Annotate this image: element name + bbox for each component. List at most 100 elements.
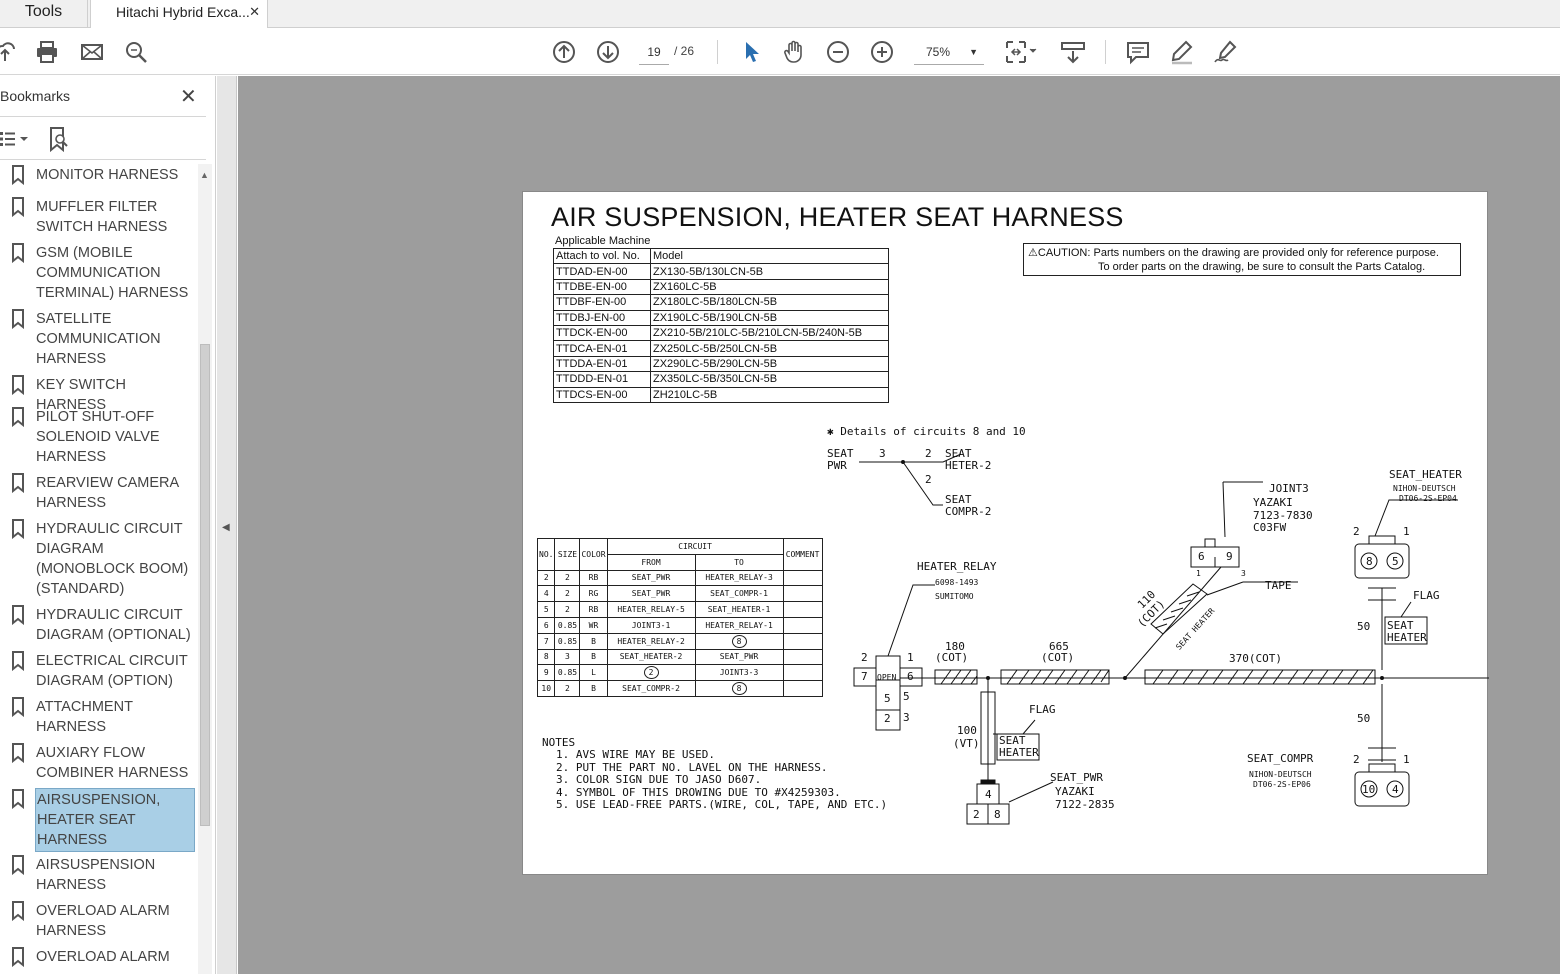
seat-compr-connector-label: SEAT_COMPR <box>1247 752 1314 765</box>
flag-seat-label: SEAT <box>1387 619 1414 632</box>
column-header: COMMENT <box>782 538 823 571</box>
table-cell: ZX130-5B/130LCN-5B <box>650 263 889 280</box>
bookmark-label: ELECTRICAL CIRCUIT DIAGRAM (OPTION) <box>36 653 188 689</box>
table-cell: ZX290LC-5B/290LCN-5B <box>650 355 889 373</box>
table-cell: ZX250LC-5B/250LCN-5B <box>650 340 889 357</box>
cot-sleeve-370 <box>1144 669 1376 685</box>
seat-heater-part-number: DT06-2S-EP04 <box>1399 494 1457 503</box>
seat-compr-label: COMPR-2 <box>945 505 992 518</box>
length-label: 370(COT) <box>1229 652 1282 665</box>
close-tab-icon[interactable]: ✕ <box>249 4 260 19</box>
bookmark-label: HYDRAULIC CIRCUIT DIAGRAM (MONOBLOCK BOO… <box>36 521 189 597</box>
bookmark-icon <box>11 697 25 718</box>
table-cell: ZX160LC-5B <box>650 278 889 296</box>
bookmarks-toolbar <box>0 116 206 160</box>
upload-icon[interactable] <box>0 39 18 65</box>
bookmark-search-icon[interactable] <box>48 126 70 153</box>
tab-document[interactable]: Hitachi Hybrid Exca... ✕ <box>90 0 268 29</box>
zoom-select[interactable]: 75% ▼ <box>914 39 984 65</box>
panel-collapse-strip[interactable]: ◀ <box>217 76 237 974</box>
joint3-pin: 1 <box>1196 569 1201 578</box>
bookmark-icon <box>11 197 25 218</box>
table-cell-text: JOINT3-1 <box>631 620 671 630</box>
bookmark-icon <box>11 651 25 672</box>
relay-pin: 1 <box>907 651 914 664</box>
close-panel-icon[interactable]: ✕ <box>180 86 197 108</box>
flag2-box <box>996 733 1040 761</box>
options-menu-icon[interactable] <box>0 129 32 149</box>
table-cell: ZX350LC-5B/350LCN-5B <box>650 371 889 388</box>
sign-icon[interactable] <box>1213 39 1239 65</box>
joint3-code: C03FW <box>1253 521 1287 534</box>
cot-sleeve-180 <box>934 669 978 685</box>
table-cell: 8 <box>694 680 784 697</box>
page-up-icon[interactable] <box>551 39 577 65</box>
table-cell: ZX190LC-5B/190LCN-5B <box>650 309 889 326</box>
length-label: 665 <box>1049 640 1069 653</box>
table-cell: ZH210LC-5B <box>650 386 889 403</box>
table-cell-text: JOINT3-3 <box>719 668 759 678</box>
relay-cavity: OPEN <box>877 673 897 682</box>
zoom-out-icon[interactable] <box>825 39 851 65</box>
relay-cavity: 6 <box>907 670 914 683</box>
bookmarks-scrollbar[interactable]: ▲ <box>198 164 212 974</box>
seat-heater-label: SEAT_HEATER <box>1389 468 1462 481</box>
tab-bar: Tools Hitachi Hybrid Exca... ✕ <box>0 0 1560 29</box>
table-cell-text: SEAT_HEATER-2 <box>619 652 683 662</box>
caution-box: ⚠CAUTION: Parts numbers on the drawing a… <box>1023 243 1461 276</box>
bookmark-icon <box>11 243 25 264</box>
collapse-panel-icon[interactable]: ◀ <box>222 522 230 533</box>
wire-number: 2 <box>925 473 932 486</box>
pdf-page: AIR SUSPENSION, HEATER SEAT HARNESS Appl… <box>522 191 1489 875</box>
table-cell: TTDDA-EN-01 <box>553 355 651 373</box>
table-cell-text: HEATER_RELAY-3 <box>705 573 773 583</box>
mail-icon[interactable] <box>79 39 105 65</box>
sleeve-label: (VT) <box>953 737 980 750</box>
zoom-in-icon[interactable] <box>869 39 895 65</box>
sleeve-label: (COT) <box>1041 651 1075 664</box>
scrollbar-thumb[interactable] <box>200 344 210 826</box>
seat-heter-label: SEAT <box>945 447 972 460</box>
toolbar: 19 / 26 75% ▼ <box>0 28 1560 75</box>
wire-number: 2 <box>925 447 932 460</box>
joint3-label: JOINT3 <box>1269 482 1309 495</box>
bookmark-label: PILOT SHUT-OFF SOLENOID VALVE HARNESS <box>36 409 160 465</box>
bookmark-icon <box>11 309 25 330</box>
notes-title: NOTES <box>542 736 576 749</box>
zoom-value: 75% <box>926 45 951 59</box>
hand-icon[interactable] <box>781 39 807 65</box>
comment-icon[interactable] <box>1125 39 1151 65</box>
bookmark-label: MUFFLER FILTER SWITCH HARNESS <box>36 199 168 235</box>
bookmark-icon <box>11 947 25 968</box>
heater-relay-part-number: 6098-1493 <box>935 578 979 587</box>
fit-page-icon[interactable] <box>1004 39 1038 65</box>
seat-heater-mfr: NIHON-DEUTSCH <box>1393 484 1456 493</box>
scroll-mode-icon[interactable] <box>1060 39 1086 65</box>
leader-seat-pwr <box>1008 781 1054 803</box>
table-cell-text: SEAT_PWR <box>631 589 671 599</box>
sleeve-hatch <box>940 669 978 685</box>
tab-tools[interactable]: Tools <box>0 0 88 28</box>
toolbar-divider <box>1105 40 1106 64</box>
bookmark-label: AIRSUSPENSION HARNESS <box>36 857 156 893</box>
table-cell-text: HEATER_RELAY-2 <box>617 636 685 646</box>
relay-pin: 3 <box>903 711 910 724</box>
table-cell: ZX180LC-5B/180LCN-5B <box>650 294 889 311</box>
seat-heater-connector <box>1354 543 1410 579</box>
print-icon[interactable] <box>34 39 60 65</box>
note-item: 4. SYMBOL OF THIS DROWING DUE TO #X42593… <box>556 785 841 799</box>
scroll-up-icon[interactable]: ▲ <box>200 170 209 180</box>
note-item: 1. AVS WIRE MAY BE USED. <box>556 748 715 762</box>
applicable-machine-label: Applicable Machine <box>555 235 651 247</box>
page-number-input[interactable]: 19 <box>639 39 669 65</box>
highlight-icon[interactable] <box>1169 39 1195 65</box>
leader-tape <box>1206 581 1298 596</box>
flag-label: FLAG <box>1413 589 1440 602</box>
length-label: 180 <box>945 640 965 653</box>
page-down-icon[interactable] <box>595 39 621 65</box>
search-icon[interactable] <box>123 39 149 65</box>
length-label: 100 <box>957 724 977 737</box>
select-arrow-icon[interactable] <box>738 39 764 65</box>
